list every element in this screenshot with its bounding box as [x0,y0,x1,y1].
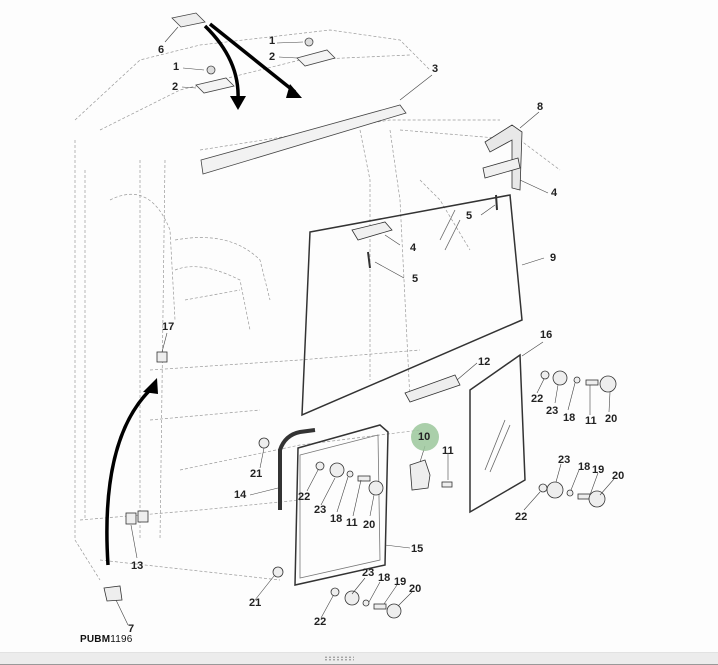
callout-11[interactable]: 11 [585,415,597,427]
grip-dots-icon[interactable] [324,656,354,661]
resize-handle-bar[interactable] [0,652,718,665]
callout-5[interactable]: 5 [412,273,419,285]
callout-1[interactable]: 1 [173,61,180,73]
callout-19[interactable]: 19 [592,464,605,476]
callout-12[interactable]: 12 [478,356,491,368]
diagram-code: PUBM1196 [80,634,133,645]
callout-22[interactable]: 22 [314,616,327,628]
right-side-glass [469,353,526,514]
callout-11[interactable]: 11 [442,445,454,457]
callout-11[interactable]: 11 [346,517,358,529]
callout-9[interactable]: 9 [550,252,557,264]
callout-1[interactable]: 1 [269,35,276,47]
callout-2[interactable]: 2 [172,81,179,93]
callout-21[interactable]: 21 [249,597,262,609]
callout-15[interactable]: 15 [411,543,424,555]
callout-18[interactable]: 18 [578,461,591,473]
leader-lines [115,26,615,626]
callout-4[interactable]: 4 [551,187,558,199]
callout-22[interactable]: 22 [515,511,528,523]
diagram-code-number: 1196 [110,634,133,645]
callout-7[interactable]: 7 [128,623,135,635]
callout-10-highlighted[interactable]: 10 [418,431,431,443]
callout-8[interactable]: 8 [537,101,544,113]
cab-outline [74,29,561,581]
callout-20[interactable]: 20 [605,413,618,425]
left-side-panel [294,424,389,586]
roof-parts [171,12,407,175]
callout-19[interactable]: 19 [394,576,407,588]
arrowheads [143,84,302,394]
callout-18[interactable]: 18 [378,572,391,584]
callout-4[interactable]: 4 [410,242,417,254]
callout-20[interactable]: 20 [363,519,376,531]
diagram-code-prefix: PUBM [80,634,111,645]
callout-5[interactable]: 5 [466,210,473,222]
callout-2[interactable]: 2 [269,51,276,63]
rear-glass [301,194,523,417]
callout-18[interactable]: 18 [563,412,576,424]
callout-23[interactable]: 23 [314,504,327,516]
callout-20[interactable]: 20 [409,583,422,595]
highlight-marker [411,423,439,451]
callout-21[interactable]: 21 [250,468,263,480]
callout-16[interactable]: 16 [540,329,553,341]
fittings [103,351,617,619]
callout-18[interactable]: 18 [330,513,343,525]
callout-14[interactable]: 14 [234,489,247,501]
callout-22[interactable]: 22 [298,491,311,503]
callout-3[interactable]: 3 [432,63,439,75]
callout-6[interactable]: 6 [158,44,165,56]
callout-23[interactable]: 23 [558,454,571,466]
callout-20[interactable]: 20 [612,470,625,482]
callout-13[interactable]: 13 [131,560,144,572]
arrows [105,22,297,566]
callout-17[interactable]: 17 [162,321,175,333]
callout-23[interactable]: 23 [362,567,375,579]
callout-22[interactable]: 22 [531,393,544,405]
callout-23[interactable]: 23 [546,405,559,417]
